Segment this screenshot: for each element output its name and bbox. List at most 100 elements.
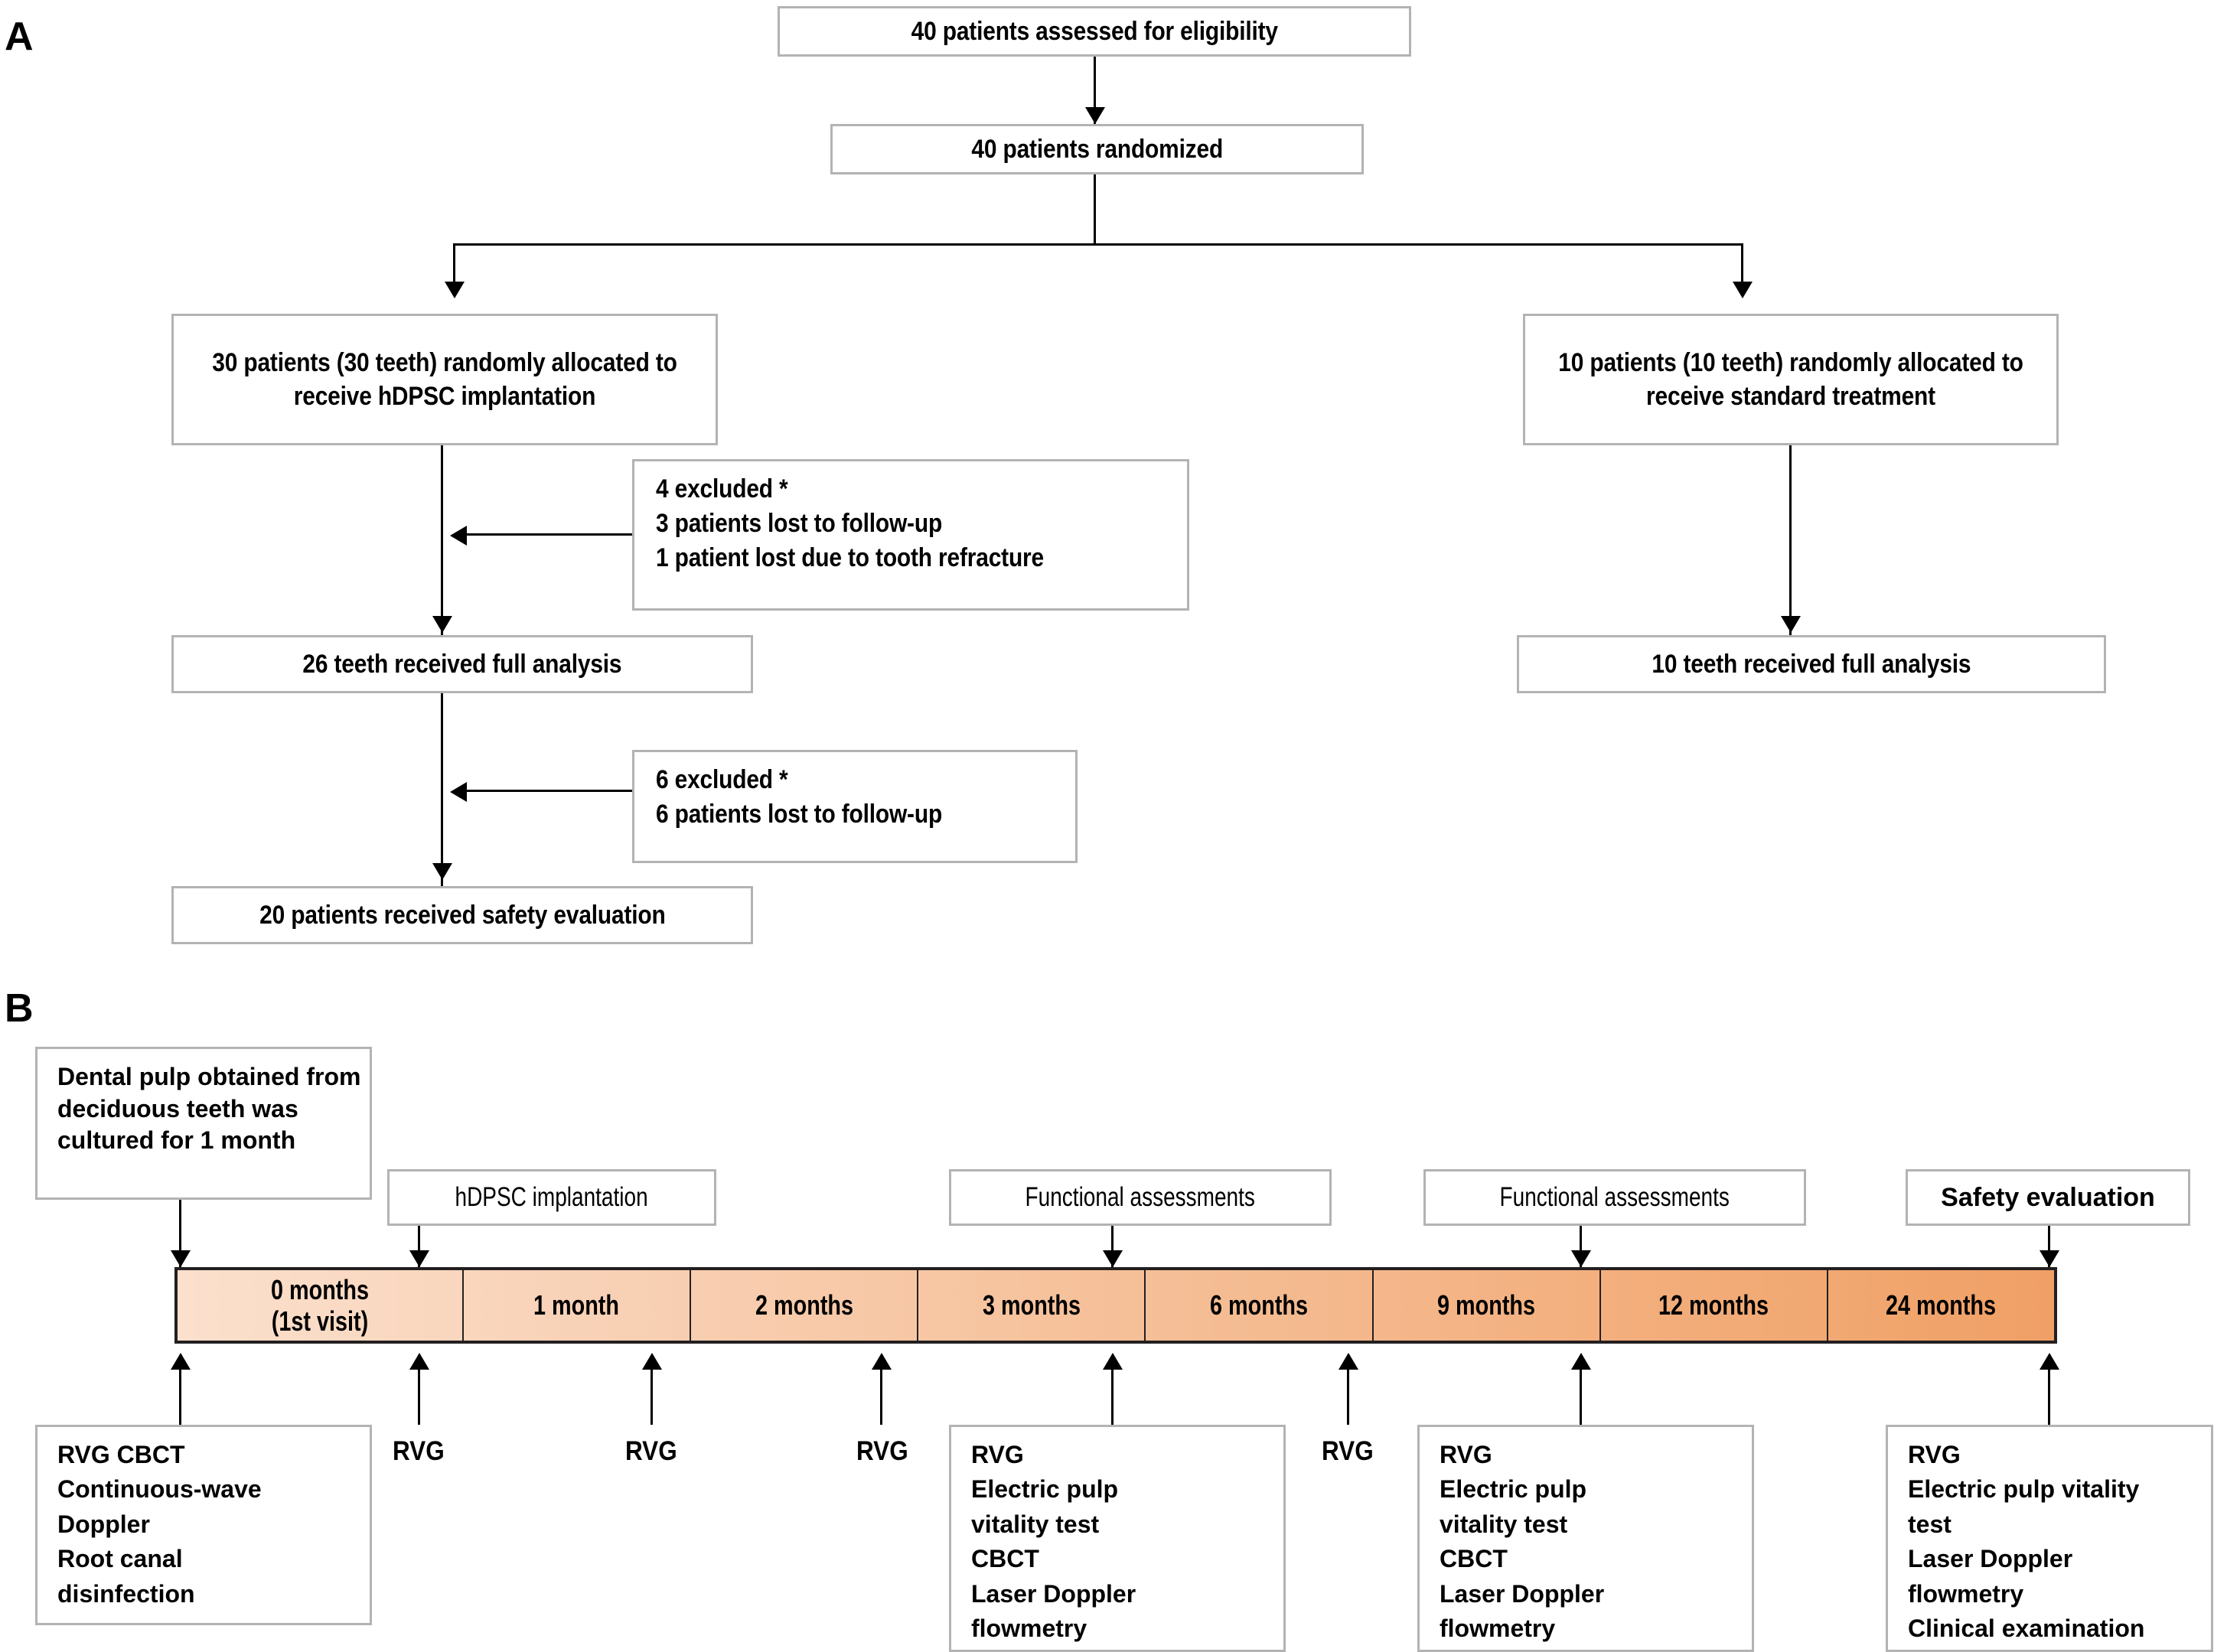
arrow-up-bottom-0: [171, 1353, 191, 1370]
connector-bottom-3: [880, 1370, 882, 1425]
arrow-down-top-2: [1103, 1250, 1123, 1267]
box-analysis-hdpsc-label: 26 teeth received full analysis: [302, 649, 622, 679]
arrow-left-excluded-1: [450, 526, 467, 546]
connector-bottom-1: [418, 1370, 420, 1425]
box-randomized-label: 40 patients randomized: [971, 134, 1223, 164]
box-excluded-1: 4 excluded * 3 patients lost to follow-u…: [632, 459, 1189, 611]
box-allocated-standard: 10 patients (10 teeth) randomly allocate…: [1523, 314, 2059, 445]
arrow-down-to-analysis-hdpsc: [432, 616, 452, 633]
arrow-down-to-randomized: [1085, 107, 1105, 124]
box-excluded-2-label: 6 excluded * 6 patients lost to follow-u…: [656, 765, 943, 829]
connector-split-right: [1741, 243, 1743, 295]
timeline-bottom-event-5: RVG: [1322, 1436, 1374, 1466]
arrow-up-bottom-4: [1103, 1353, 1123, 1370]
box-allocated-hdpsc: 30 patients (30 teeth) randomly allocate…: [171, 314, 718, 445]
connector-excluded-2-line: [459, 790, 632, 792]
connector-randomized-stem: [1094, 174, 1096, 245]
timeline-top-event-0: Dental pulp obtained from deciduous teet…: [35, 1047, 372, 1200]
timeline-bottom-event-1: RVG: [393, 1436, 445, 1466]
connector-top-2: [1111, 1226, 1114, 1267]
arrow-up-bottom-5: [1339, 1353, 1358, 1370]
box-assessed-for-eligibility-label: 40 patients assessed for eligibility: [911, 16, 1278, 46]
connector-bottom-7: [2048, 1370, 2050, 1425]
timeline-bottom-event-0: RVG CBCT Continuous-wave Doppler Root ca…: [35, 1425, 372, 1625]
connector-bottom-6: [1580, 1370, 1582, 1425]
timeline-bottom-event-6: RVG Electric pulp vitality test CBCT Las…: [1417, 1425, 1754, 1652]
connector-analysis-to-safety: [441, 693, 443, 892]
timeline-segment-1-label: 1 month: [533, 1289, 620, 1321]
arrow-up-bottom-1: [409, 1353, 429, 1370]
timeline-segment-3: 3 months: [918, 1270, 1146, 1341]
connector-top-3: [1580, 1226, 1582, 1267]
timeline-bottom-event-7: RVG Electric pulp vitality test Laser Do…: [1886, 1425, 2213, 1652]
connector-bottom-5: [1347, 1370, 1349, 1425]
connector-top-0: [179, 1200, 181, 1267]
arrow-down-top-1: [409, 1250, 429, 1267]
arrow-down-to-hdpsc-allocation: [445, 282, 465, 298]
timeline-top-event-1: hDPSC implantation: [387, 1169, 716, 1226]
timeline-bottom-event-6-label: RVG Electric pulp vitality test CBCT Las…: [1440, 1441, 1605, 1643]
timeline-segment-1: 1 month: [463, 1270, 692, 1341]
timeline-bottom-event-2: RVG: [625, 1436, 677, 1466]
box-excluded-2: 6 excluded * 6 patients lost to follow-u…: [632, 750, 1078, 863]
timeline-segment-5-label: 9 months: [1437, 1289, 1536, 1321]
connector-bottom-0: [179, 1370, 181, 1425]
timeline-top-event-0-label: Dental pulp obtained from deciduous teet…: [57, 1063, 361, 1155]
timeline-segment-2-label: 2 months: [755, 1289, 853, 1321]
timeline-segment-2: 2 months: [691, 1270, 919, 1341]
arrow-left-excluded-2: [450, 782, 467, 802]
connector-bottom-2: [651, 1370, 653, 1425]
timeline-segment-6-label: 12 months: [1658, 1289, 1769, 1321]
box-analysis-hdpsc: 26 teeth received full analysis: [171, 635, 753, 693]
panel-b-letter: B: [5, 986, 34, 1031]
box-allocated-hdpsc-label: 30 patients (30 teeth) randomly allocate…: [212, 347, 677, 411]
timeline-segment-4: 6 months: [1146, 1270, 1374, 1341]
connector-eligibility-to-randomized: [1094, 57, 1096, 124]
timeline-top-event-4-label: Safety evaluation: [1941, 1182, 2155, 1212]
timeline-bottom-event-7-label: RVG Electric pulp vitality test Laser Do…: [1908, 1441, 2145, 1643]
timeline-bottom-event-4-label: RVG Electric pulp vitality test CBCT Las…: [971, 1441, 1136, 1643]
timeline-segment-6: 12 months: [1600, 1270, 1828, 1341]
box-randomized: 40 patients randomized: [830, 124, 1364, 174]
box-analysis-standard: 10 teeth received full analysis: [1517, 635, 2106, 693]
timeline-top-event-2-label: Functional assessments: [1025, 1182, 1256, 1212]
timeline-segment-4-label: 6 months: [1209, 1289, 1308, 1321]
timeline-top-event-4: Safety evaluation: [1906, 1169, 2190, 1226]
box-excluded-1-label: 4 excluded * 3 patients lost to follow-u…: [656, 474, 1044, 572]
timeline-segment-3-label: 3 months: [982, 1289, 1081, 1321]
timeline-bottom-event-0-label: RVG CBCT Continuous-wave Doppler Root ca…: [57, 1441, 262, 1608]
arrow-down-to-standard-allocation: [1733, 282, 1753, 298]
box-analysis-standard-label: 10 teeth received full analysis: [1652, 649, 1971, 679]
arrow-up-bottom-3: [872, 1353, 892, 1370]
timeline-segment-0: 0 months (1st visit): [178, 1270, 464, 1341]
arrow-down-top-4: [2040, 1250, 2059, 1267]
arrow-up-bottom-7: [2040, 1353, 2059, 1370]
connector-excluded-1-line: [459, 533, 632, 536]
timeline-bottom-event-3: RVG: [856, 1436, 908, 1466]
timeline-segment-7-label: 24 months: [1886, 1289, 1997, 1321]
connector-split-bus: [453, 243, 1743, 246]
timeline-segment-5: 9 months: [1373, 1270, 1601, 1341]
connector-split-left: [453, 243, 455, 295]
timeline-segment-7: 24 months: [1828, 1270, 2054, 1341]
timeline-top-event-2: Functional assessments: [949, 1169, 1332, 1226]
arrow-down-to-analysis-standard: [1781, 616, 1801, 633]
arrow-up-bottom-6: [1571, 1353, 1591, 1370]
arrow-down-top-0: [171, 1250, 191, 1267]
timeline-top-event-3: Functional assessments: [1423, 1169, 1806, 1226]
timeline-top-event-1-label: hDPSC implantation: [455, 1182, 649, 1212]
box-assessed-for-eligibility: 40 patients assessed for eligibility: [778, 6, 1411, 57]
timeline-segment-0-label: 0 months (1st visit): [270, 1273, 369, 1337]
connector-top-1: [418, 1226, 420, 1267]
timeline-top-event-3-label: Functional assessments: [1499, 1182, 1730, 1212]
connector-bottom-4: [1111, 1370, 1114, 1425]
arrow-up-bottom-2: [642, 1353, 662, 1370]
box-safety-evaluation: 20 patients received safety evaluation: [171, 886, 753, 944]
connector-top-4: [2048, 1226, 2050, 1267]
connector-standard-to-analysis: [1789, 445, 1792, 646]
timeline-bar: 0 months (1st visit) 1 month 2 months 3 mon…: [174, 1267, 2057, 1344]
panel-a-letter: A: [5, 15, 34, 59]
timeline-bottom-event-4: RVG Electric pulp vitality test CBCT Las…: [949, 1425, 1286, 1652]
arrow-down-top-3: [1571, 1250, 1591, 1267]
box-allocated-standard-label: 10 patients (10 teeth) randomly allocate…: [1558, 347, 2023, 411]
